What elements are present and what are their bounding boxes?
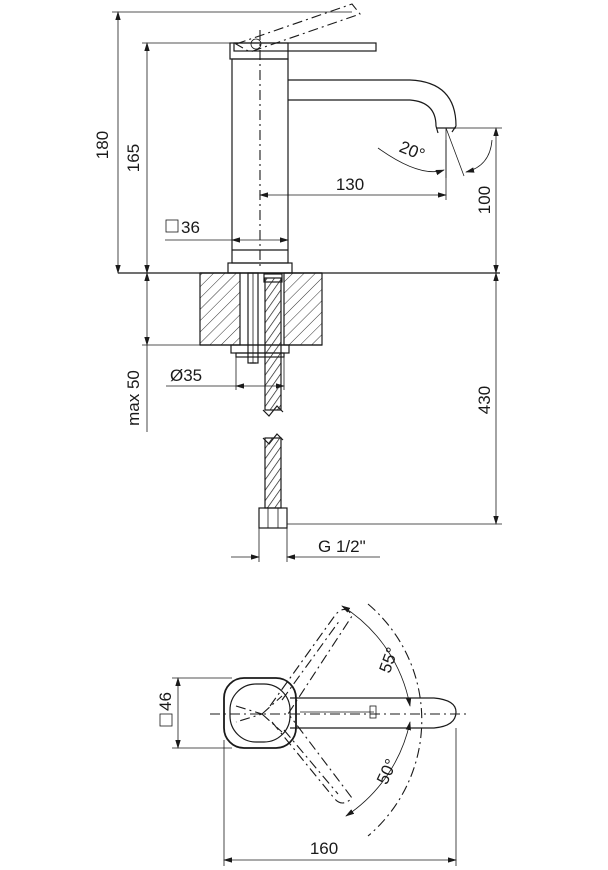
dim-430-label: 430 — [475, 386, 494, 414]
body-square-top — [223, 677, 297, 749]
supply-hose-upper — [264, 277, 282, 411]
dim-46-label: 46 — [156, 692, 175, 711]
angle-50-label: 50° — [373, 756, 401, 787]
angle-55-label: 55° — [376, 645, 403, 676]
square-symbol-46 — [159, 713, 173, 727]
spout-outer — [288, 79, 457, 133]
dim-36-label: 36 — [181, 218, 200, 237]
countertop-section-right — [283, 272, 323, 346]
rotation-arc — [367, 603, 423, 837]
lever-rotated-down-inner — [283, 729, 339, 795]
lever-raised-outline — [234, 3, 361, 53]
spout-inner — [288, 99, 439, 134]
square-symbol-36 — [165, 219, 179, 233]
angle-50-arc — [345, 721, 411, 817]
dim-max50-label: max 50 — [124, 370, 143, 426]
angle-20-leg-b — [445, 127, 465, 177]
body-inner-chevron-2 — [261, 695, 283, 733]
dim-180-label: 180 — [93, 131, 112, 159]
angle-20-arc — [377, 147, 445, 176]
dim-130-label: 130 — [336, 175, 364, 194]
hose-collar — [263, 273, 283, 283]
angle-20-label: 20° — [397, 137, 428, 164]
front-view: 180 165 130 100 20° 36 — [93, 3, 502, 562]
angle-20-arc-2 — [465, 139, 493, 173]
dim-g12-label: G 1/2" — [318, 537, 366, 556]
hose-break-upper — [262, 405, 284, 417]
mounting-washer — [235, 352, 285, 358]
countertop-section-left — [199, 272, 241, 346]
dim-165-label: 165 — [124, 144, 143, 172]
lever-closed — [233, 42, 377, 52]
hose-connector-nut — [258, 507, 288, 529]
hose-break-lower — [262, 433, 284, 445]
dim-160-label: 160 — [310, 839, 338, 858]
lever-rotated-down — [271, 715, 353, 804]
dim-35-label: Ø35 — [170, 366, 202, 385]
angle-55-arc — [341, 605, 412, 707]
lever-top — [290, 697, 457, 729]
body-square-inner — [229, 683, 291, 743]
dim-100-label: 100 — [475, 186, 494, 214]
lever-pivot — [250, 38, 262, 50]
lever-rotated-up-inner — [281, 619, 341, 701]
top-view: 46 55° 50° 160 — [156, 603, 470, 866]
supply-hose-lower — [264, 437, 282, 509]
